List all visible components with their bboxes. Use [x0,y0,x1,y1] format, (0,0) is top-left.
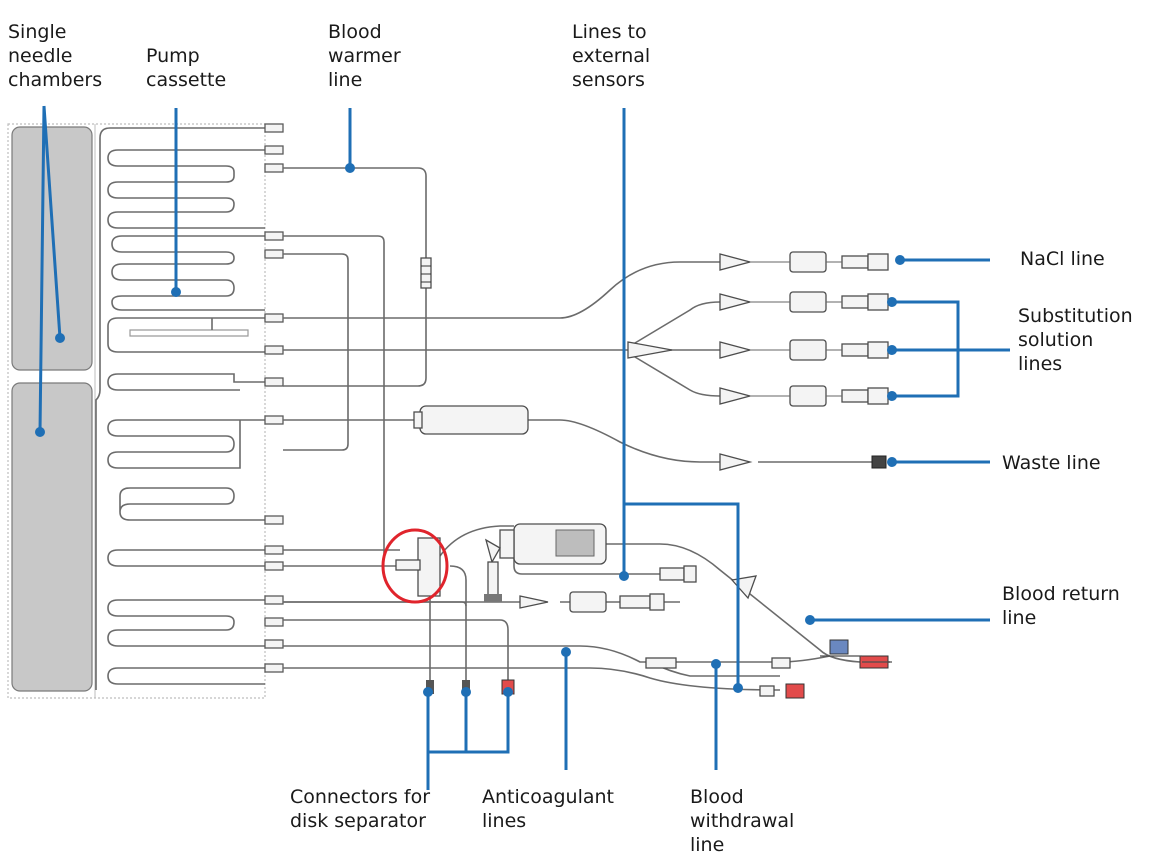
cassette-ports [264,123,284,673]
leader-external-sensors-2 [624,502,740,688]
label-disk-separator-connectors: Connectors for disk separator [290,786,431,832]
label-pump-cassette: Pump cassette [146,45,227,91]
upper-chamber [11,126,93,371]
lower-chamber [11,382,93,692]
leader-disk-separator [426,692,510,790]
label-external-sensors: Lines to external sensors [572,21,651,91]
label-substitution-lines: Substitution solution lines [1018,305,1133,375]
label-waste-line: Waste line [1002,452,1101,474]
components [395,251,892,699]
leader-single-needle [38,105,62,433]
leader-dots [35,163,905,697]
label-anticoagulant-lines: Anticoagulant lines [482,786,614,832]
label-blood-return-line: Blood return line [1002,583,1120,629]
pump-cassette-loops [95,127,265,690]
leader-lines [38,105,1010,790]
label-blood-withdrawal-line: Blood withdrawal line [690,786,795,856]
label-nacl-line: NaCl line [1020,248,1105,270]
single-needle-chambers [11,126,93,692]
disk-separator-highlight [381,528,449,604]
label-blood-warmer-line: Blood warmer line [328,21,401,91]
label-single-needle-chambers: Single needle chambers [8,21,103,91]
leader-substitution [892,300,1010,398]
